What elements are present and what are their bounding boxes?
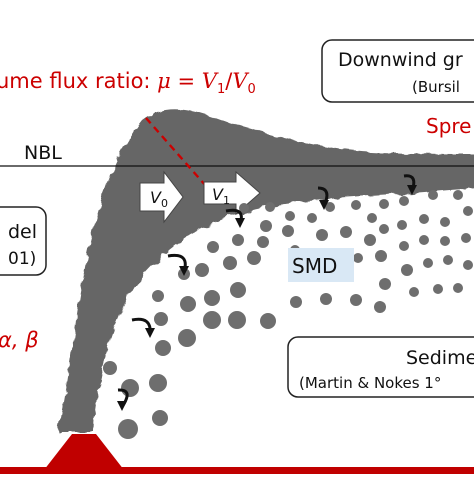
particle <box>290 296 302 308</box>
particle <box>423 258 433 268</box>
v0-arrow: V0 <box>139 170 184 224</box>
particle <box>433 284 443 294</box>
particle <box>453 283 463 293</box>
v1-label: V1 <box>212 185 230 207</box>
particle <box>178 329 196 347</box>
particle <box>379 199 389 209</box>
particle <box>440 236 450 246</box>
particle <box>316 229 328 241</box>
particle <box>152 290 164 302</box>
particle <box>204 290 220 306</box>
particle <box>152 410 168 426</box>
particle <box>228 311 246 329</box>
particle <box>154 312 168 326</box>
particle <box>118 419 138 439</box>
particle <box>461 233 471 243</box>
model-ref: 01) <box>8 249 36 269</box>
flux-dashed-line <box>145 117 222 204</box>
particle <box>265 202 275 212</box>
alpha-beta-label: α, β <box>0 328 39 352</box>
particle <box>260 313 276 329</box>
particle <box>353 253 363 263</box>
ground-line <box>0 467 474 474</box>
particle <box>428 190 438 200</box>
model-box: del 01) <box>0 206 47 276</box>
particle <box>320 293 332 305</box>
particle <box>375 250 387 262</box>
smd-box: SMD <box>288 248 354 282</box>
particle <box>257 236 269 248</box>
particle <box>440 217 450 227</box>
particle <box>155 340 171 356</box>
particle <box>379 224 389 234</box>
particle <box>443 255 453 265</box>
particle <box>397 220 407 230</box>
particle <box>453 190 463 200</box>
particle <box>149 374 167 392</box>
particle <box>285 211 295 221</box>
particle <box>247 251 261 265</box>
particle <box>340 226 352 238</box>
settling-arrowhead <box>117 401 127 411</box>
v0-label: V0 <box>150 188 168 210</box>
particle <box>325 202 335 212</box>
particle <box>401 264 413 276</box>
particle <box>282 225 294 237</box>
sediment-ref: (Martin & Nokes 1° <box>299 374 441 392</box>
particle <box>239 203 249 213</box>
particle <box>399 241 409 251</box>
particle <box>367 213 377 223</box>
downwind-title: Downwind gr <box>338 49 463 71</box>
particle <box>180 296 196 312</box>
particle <box>374 301 386 313</box>
particle <box>379 278 391 290</box>
particle <box>207 241 219 253</box>
downwind-box: Downwind gr (Bursil <box>321 39 474 103</box>
particle <box>195 263 209 277</box>
particle <box>463 206 473 216</box>
particle <box>232 234 244 246</box>
smd-label: SMD <box>292 254 337 278</box>
settling-arrowhead <box>235 218 245 228</box>
settling-arrowhead <box>179 266 189 276</box>
particle <box>364 234 376 246</box>
particle <box>351 200 361 210</box>
settling-arrowhead <box>145 328 155 338</box>
particle <box>399 196 409 206</box>
settling-arrowhead <box>319 200 329 210</box>
particle <box>350 294 362 306</box>
particle <box>419 235 429 245</box>
particle <box>223 256 237 270</box>
flux-ratio-label: ume flux ratio: μ = V1/V0 <box>0 69 256 97</box>
particle <box>409 287 419 297</box>
particle <box>230 282 246 298</box>
particle <box>463 260 473 270</box>
particle <box>260 220 272 232</box>
particle <box>307 213 317 223</box>
particle <box>419 214 429 224</box>
particle <box>121 379 139 397</box>
model-title: del <box>8 221 37 243</box>
nbl-label: NBL <box>24 142 62 164</box>
sediment-title: Sedime <box>406 347 474 369</box>
particle <box>203 311 221 329</box>
sediment-box: Sedime (Martin & Nokes 1° <box>287 336 474 398</box>
particle <box>103 361 117 375</box>
settling-arrows <box>117 174 417 411</box>
spread-label: Spre <box>426 114 471 138</box>
settling-arrowhead <box>407 185 417 195</box>
downwind-ref: (Bursil <box>412 78 460 96</box>
volcanic-vent <box>44 434 124 470</box>
